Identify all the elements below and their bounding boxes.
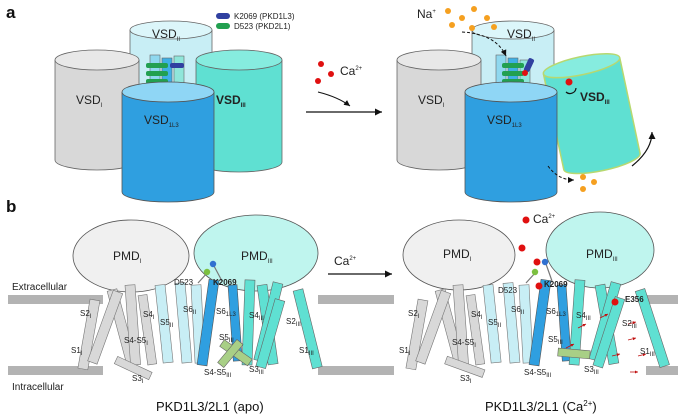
s4-iii-ca: S4III — [576, 311, 591, 322]
na-ion — [449, 22, 455, 28]
membrane-inner-left — [8, 366, 103, 375]
ca-ion — [328, 71, 334, 77]
s1-i: S1I — [71, 346, 83, 357]
membrane-outer-left — [8, 295, 103, 304]
pmd-i-label-ca: PMDI — [443, 247, 472, 263]
ca-ion — [318, 61, 324, 67]
na-ion — [580, 186, 586, 192]
s3-iii: S3III — [249, 365, 264, 376]
na-label: Na+ — [417, 7, 436, 21]
s5-ii-ca: S5II — [488, 318, 501, 329]
vsd-iii-label: VSDIII — [216, 93, 246, 109]
membrane-outer-mid — [318, 295, 394, 304]
na-ion — [445, 8, 451, 14]
pmd-iii-label: PMDIII — [241, 249, 273, 265]
legend-swatch-d523 — [216, 23, 230, 29]
vsd-i-label: VSDI — [76, 93, 103, 109]
na-ion — [471, 6, 477, 12]
panel-a-label: a — [6, 3, 16, 22]
s3-i: S3I — [132, 374, 144, 385]
s6-1l3: S61L3 — [216, 307, 236, 318]
s1-i-ca: S1I — [399, 346, 411, 357]
s4s5-i-ca: S4-S5I — [452, 338, 476, 349]
membrane-inner-right — [646, 366, 678, 375]
na-ion — [591, 179, 597, 185]
vsd-iii-tilt-arrow — [631, 131, 656, 167]
panel-b-label: b — [6, 197, 16, 216]
na-ion — [491, 24, 497, 30]
s2-i: S2I — [80, 309, 92, 320]
na-ion — [469, 25, 475, 31]
ca-label-a: Ca2+ — [340, 64, 363, 78]
intracellular-label: Intracellular — [12, 382, 64, 393]
panel-a-open-assembly — [396, 20, 641, 203]
membrane-inner-mid — [318, 366, 394, 375]
na-ion — [459, 15, 465, 21]
s3-i-ca: S3I — [460, 374, 472, 385]
ca-label-b: Ca2+ — [334, 254, 357, 268]
s2-i-ca: S2I — [408, 309, 420, 320]
k2069-label: K2069 — [213, 278, 237, 287]
legend-swatch-k2069 — [216, 13, 230, 19]
vsd-1l3-label: VSD1L3 — [144, 113, 179, 129]
vsd-i-label-open: VSDI — [418, 93, 445, 109]
ca-ion — [315, 78, 321, 84]
membrane-outer-right — [646, 295, 678, 304]
vsd-1l3-label-open: VSD1L3 — [487, 113, 522, 129]
s5-iii-ca: S5III — [548, 335, 563, 346]
vsd-iii-label-open: VSDIII — [580, 90, 610, 106]
ca-bound-structure — [402, 211, 670, 378]
s1-iii-ca: S1III — [640, 347, 655, 358]
caption-ca: PKD1L3/2L1 (Ca2+) — [485, 399, 597, 414]
s5-ii: S5II — [160, 318, 173, 329]
e356-label: E356 — [625, 295, 644, 304]
s4s5-iii: S4-S5III — [204, 368, 232, 379]
panel-a-closed-assembly — [54, 20, 283, 203]
s6-ii-ca: S6II — [511, 305, 524, 316]
s6-1l3-ca: S61L3 — [546, 307, 566, 318]
ca-ion — [518, 244, 526, 252]
d523-label-ca: D523 — [498, 286, 518, 295]
vsd-ii-label: VSDII — [152, 27, 180, 43]
s2-iii: S2III — [286, 317, 301, 328]
na-exit-arrow — [547, 165, 575, 183]
d523-label: D523 — [174, 278, 194, 287]
s5-iii: S5III — [219, 333, 234, 344]
s6-ii: S6II — [183, 305, 196, 316]
ca-ion — [533, 258, 541, 266]
pmd-i-label: PMDI — [113, 249, 142, 265]
na-ion — [484, 15, 490, 21]
s4-i: S4I — [143, 310, 155, 321]
s2-iii-ca: S2III — [622, 319, 637, 330]
curved-arrow — [317, 91, 351, 107]
k2069-label-ca: K2069 — [544, 280, 568, 289]
legend-k2069: K2069 (PKD1L3) — [234, 12, 295, 21]
pmd-iii-label-ca: PMDIII — [586, 247, 618, 263]
s1-iii: S1III — [299, 346, 314, 357]
na-ion — [580, 174, 586, 180]
s4s5-i: S4-S5I — [124, 336, 148, 347]
legend-d523: D523 (PKD2L1) — [234, 22, 291, 31]
apo-structure — [72, 214, 323, 381]
vsd-ii-label-open: VSDII — [507, 27, 535, 43]
ca-ion — [522, 216, 530, 224]
s4s5-iii-ca: S4-S5III — [524, 368, 552, 379]
s3-iii-ca: S3III — [584, 365, 599, 376]
na-entry-arrow — [461, 31, 507, 57]
s4-i-ca: S4I — [471, 310, 483, 321]
caption-apo: PKD1L3/2L1 (apo) — [156, 399, 264, 414]
s4-iii: S4III — [249, 311, 264, 322]
extracellular-label: Extracellular — [12, 282, 68, 293]
ca-label-top: Ca2+ — [533, 212, 556, 226]
